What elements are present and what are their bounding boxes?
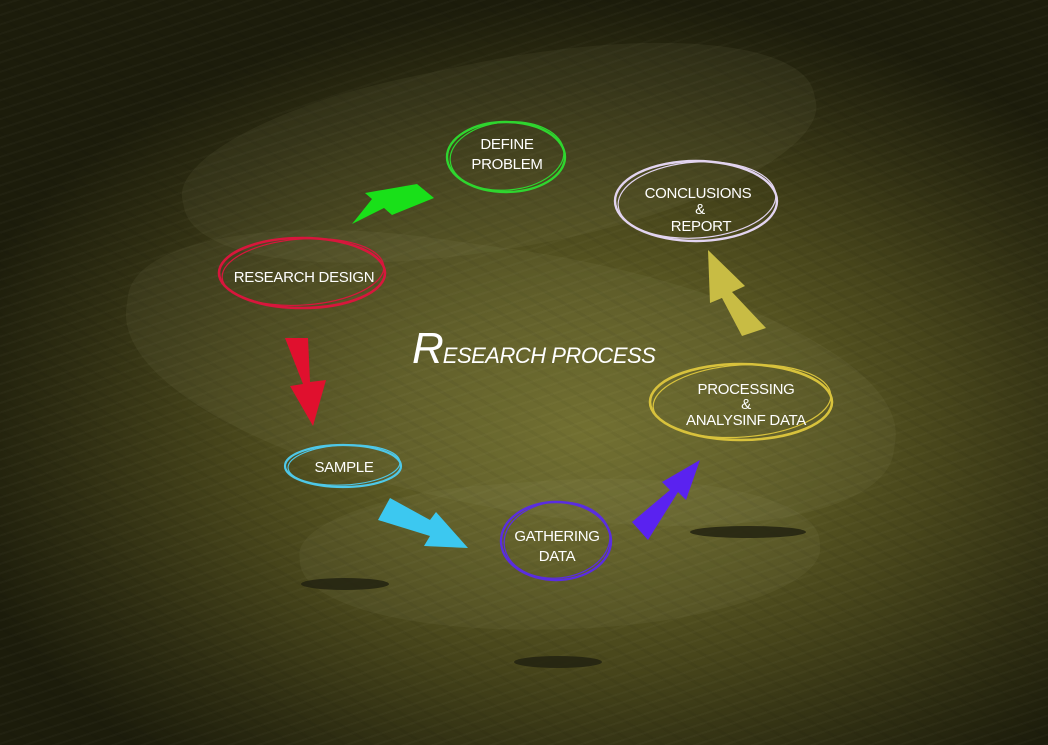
node-ring-stroke — [652, 363, 832, 439]
arrow-sample-to-gathering — [378, 498, 468, 548]
arrow-define-to-design — [352, 184, 434, 224]
node-ring — [613, 159, 779, 243]
node-ring — [648, 362, 834, 442]
node-define-problem: DEFINE PROBLEM — [445, 120, 567, 194]
node-ring-stroke — [449, 121, 565, 191]
node-label-line: REPORT — [671, 218, 732, 235]
node-conclusions-report: CONCLUSIONS & REPORT — [613, 159, 779, 243]
node-label-line: & — [695, 201, 705, 218]
node-label-line: DEFINE — [480, 136, 534, 153]
arrow-design-to-sample — [285, 338, 326, 426]
diagram-title: RESEARCH PROCESS — [412, 324, 656, 373]
node-label-line: PROCESSING — [697, 381, 794, 398]
node-label-line: GATHERING — [514, 528, 599, 545]
node-ring-stroke — [221, 237, 385, 307]
node-ring — [217, 236, 387, 310]
node-label-line: ANALYSINF DATA — [686, 412, 806, 429]
title-rest: ESEARCH PROCESS — [443, 343, 656, 368]
node-label-line: PROBLEM — [471, 156, 542, 173]
node-ring-stroke — [503, 501, 611, 579]
node-gathering-data: GATHERING DATA — [499, 500, 613, 582]
node-label-line: DATA — [539, 548, 576, 565]
shadow-sample — [301, 578, 389, 590]
node-label-line: RESEARCH DESIGN — [234, 269, 375, 286]
title-initial: R — [412, 324, 443, 373]
node-label-line: SAMPLE — [314, 459, 373, 476]
node-label-line: & — [741, 396, 751, 413]
shadow-processing — [690, 526, 806, 538]
node-research-design: RESEARCH DESIGN — [217, 236, 387, 310]
node-label-line: CONCLUSIONS — [645, 185, 752, 202]
node-sample: SAMPLE — [283, 443, 403, 489]
node-ring-stroke — [617, 161, 777, 239]
shadow-gathering — [514, 656, 602, 668]
arrow-gathering-to-processing — [632, 460, 700, 540]
node-ring-stroke — [287, 444, 401, 486]
node-processing-analysis: PROCESSING & ANALYSINF DATA — [648, 362, 834, 442]
arrow-processing-to-conclusions — [708, 250, 766, 336]
